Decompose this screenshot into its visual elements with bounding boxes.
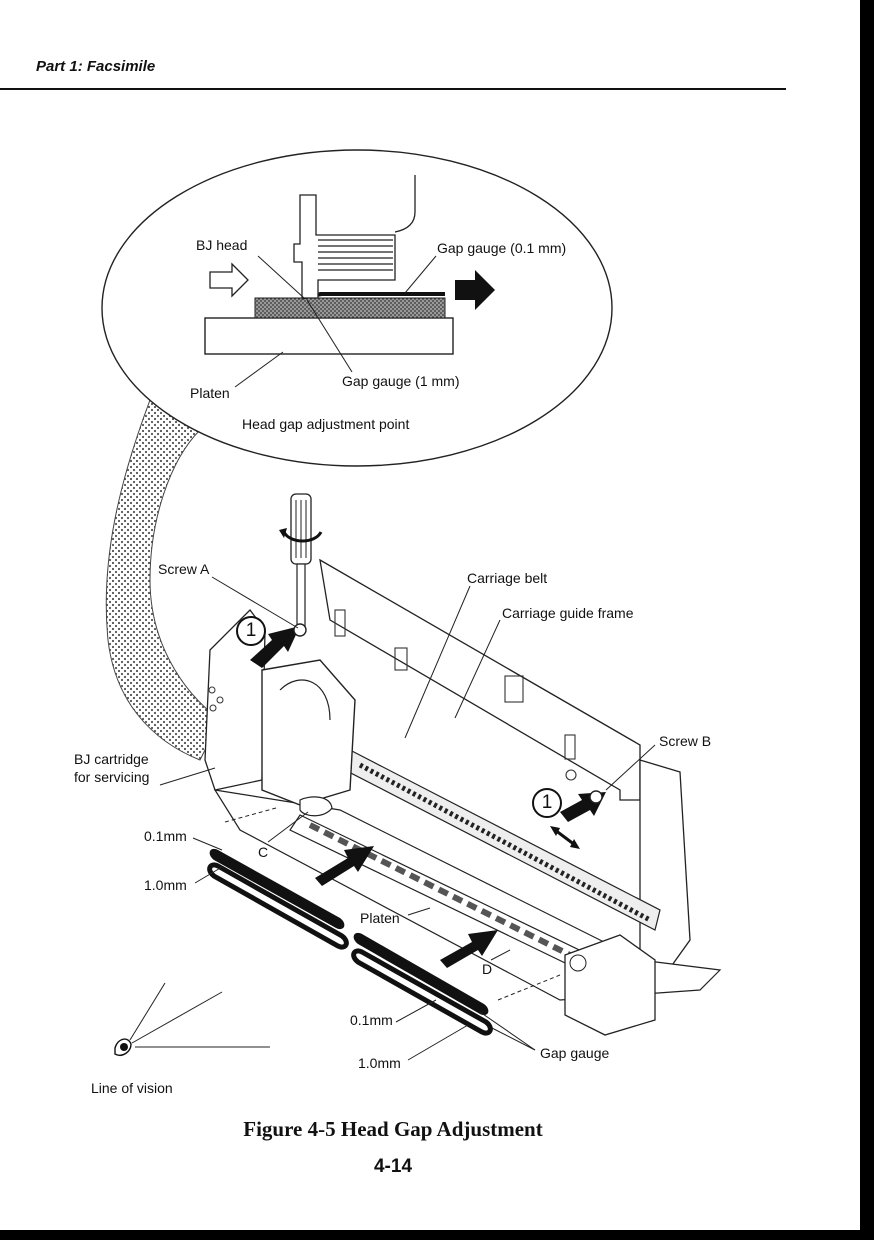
label-left-10mm: 1.0mm — [144, 877, 187, 893]
label-bj-head: BJ head — [196, 237, 248, 253]
inset-cable — [394, 175, 416, 233]
carriage-guide-frame — [319, 558, 641, 801]
step-marker-screw-b: 1 — [532, 788, 562, 818]
right-gauge-10mm — [351, 948, 493, 1036]
right-side-plate — [639, 759, 691, 976]
page-number: 4-14 — [373, 1156, 413, 1177]
left-gauge-10mm — [207, 862, 349, 950]
label-right-10mm: 1.0mm — [358, 1055, 401, 1071]
label-point-c: C — [258, 844, 269, 860]
screw-a-arrow — [250, 626, 300, 668]
left-gauge-01mm — [209, 848, 345, 930]
label-carriage-belt: Carriage belt — [467, 570, 548, 586]
scan-border-bottom — [0, 1230, 874, 1240]
section-header: Part 1: Facsimile — [36, 58, 156, 75]
figure-caption: Figure 4-5 Head Gap Adjustment — [243, 1117, 543, 1141]
label-bj-cartridge-1: BJ cartridge — [74, 751, 149, 767]
label-gap-gauge-1mm: Gap gauge (1 mm) — [342, 373, 460, 389]
inset-gauge-01mm — [300, 292, 445, 300]
step-marker-screw-a: 1 — [236, 616, 266, 646]
label-point-d: D — [482, 961, 493, 977]
label-bj-cartridge-2: for servicing — [74, 769, 150, 785]
label-right-01mm: 0.1mm — [350, 1012, 393, 1028]
label-gap-gauge: Gap gauge — [540, 1045, 610, 1061]
screwdriver — [279, 493, 323, 633]
bj-cartridge — [261, 659, 356, 806]
label-left-01mm: 0.1mm — [144, 828, 187, 844]
scan-border-right — [860, 0, 874, 1240]
cap-unit — [564, 934, 656, 1036]
magnify-cone — [105, 399, 221, 761]
inset-arrow-solid — [455, 270, 495, 310]
inset-arrow-outline — [209, 262, 249, 298]
label-screw-a: Screw A — [158, 561, 210, 577]
label-line-of-vision: Line of vision — [91, 1080, 173, 1096]
gauge-arrow-left — [315, 846, 374, 886]
inset-gauge-1mm — [254, 297, 446, 319]
label-gap-gauge-01mm: Gap gauge (0.1 mm) — [437, 240, 567, 256]
gauge-arrow-right — [440, 930, 498, 968]
label-screw-b: Screw B — [659, 733, 712, 749]
right-gauge-01mm — [353, 932, 489, 1016]
header-rule — [0, 88, 786, 90]
label-inset-platen: Platen — [190, 385, 230, 401]
label-platen: Platen — [360, 910, 400, 926]
inset-title: Head gap adjustment point — [242, 416, 410, 432]
eye-icon — [114, 982, 270, 1056]
label-carriage-guide-frame: Carriage guide frame — [502, 605, 634, 621]
